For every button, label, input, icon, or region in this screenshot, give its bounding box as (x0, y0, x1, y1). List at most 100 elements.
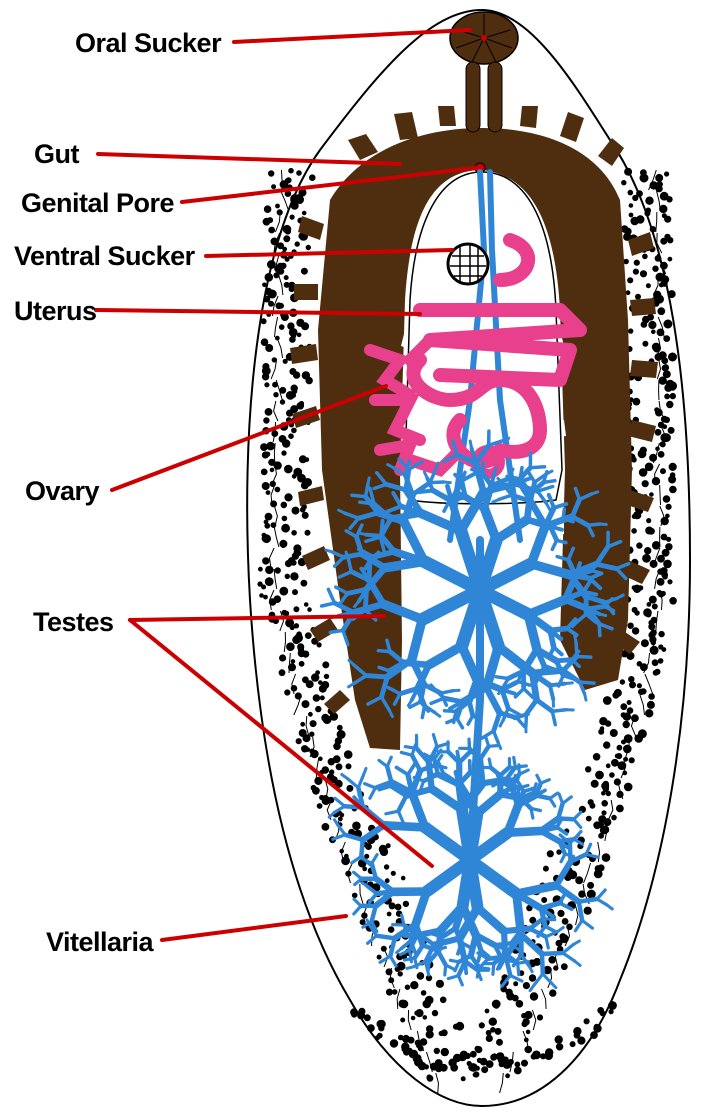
vitellaria-follicle (632, 628, 638, 634)
vitellaria-follicle (390, 1040, 397, 1047)
vitellaria-follicle (599, 729, 604, 734)
vitellaria-follicle (417, 973, 424, 980)
vitellaria-follicle (302, 701, 309, 708)
vitellaria-follicle (324, 674, 328, 678)
vitellaria-follicle (523, 983, 529, 989)
testis-branch (585, 694, 586, 700)
vitellaria-follicle (310, 749, 314, 753)
vitellaria-follicle (650, 493, 654, 497)
vitellaria-follicle (629, 329, 633, 333)
vitellaria-follicle (436, 980, 443, 987)
vitellaria-follicle (640, 174, 648, 182)
vitellaria-follicle (641, 664, 648, 671)
vitellaria-follicle (364, 1015, 370, 1021)
vitellaria-follicle (627, 708, 633, 714)
vitellaria-follicle (600, 1011, 605, 1016)
vitellaria-follicle (609, 1010, 613, 1014)
vitellaria-follicle (606, 791, 610, 795)
testis-branch (361, 840, 362, 856)
vitellaria-follicle (624, 233, 631, 240)
testis-branch (493, 964, 494, 975)
testis-branch (543, 919, 554, 920)
vitellaria-follicle (615, 754, 619, 758)
vitellaria-follicle (470, 1064, 478, 1072)
vitellaria-follicle (416, 1010, 423, 1017)
vitellaria-follicle (586, 816, 591, 821)
testis-branch (377, 892, 394, 894)
vitellaria-follicle (282, 516, 287, 521)
vitellaria-follicle (282, 451, 286, 455)
vitellaria-follicle (317, 804, 322, 809)
vitellaria-follicle (353, 822, 361, 830)
vitellaria-follicle (625, 168, 632, 175)
vitellaria-follicle (658, 555, 665, 562)
vitellaria-follicle (588, 800, 593, 805)
vitellaria-follicle (266, 491, 270, 495)
vitellaria-follicle (305, 530, 310, 535)
vitellaria-follicle (645, 548, 651, 554)
vitellaria-follicle (274, 393, 278, 397)
vitellaria-follicle (290, 215, 294, 219)
vitellaria-follicle (287, 643, 295, 651)
vitellaria-follicle (377, 955, 381, 959)
vitellaria-follicle (661, 568, 667, 574)
vitellaria-follicle (302, 512, 308, 518)
vitellaria-follicle (524, 1038, 528, 1042)
vitellaria-follicle (629, 204, 633, 208)
vitellaria-follicle (652, 330, 656, 334)
vitellaria-follicle (514, 1067, 521, 1074)
vitellaria-follicle (550, 990, 556, 996)
testis-branch (366, 484, 368, 497)
vitellaria-follicle (664, 560, 672, 568)
vitellaria-follicle (635, 611, 639, 615)
vitellaria-follicle (262, 374, 268, 380)
vitellaria-follicle (624, 735, 632, 743)
vitellaria-follicle (661, 517, 668, 524)
vitellaria-follicle (623, 713, 630, 720)
vitellaria-follicle (426, 1031, 433, 1038)
vitellaria-follicle (259, 567, 263, 571)
vitellaria-follicle (639, 469, 647, 477)
vitellaria-follicle (263, 535, 271, 543)
vitellaria-follicle (662, 648, 666, 652)
vitellaria-follicle (656, 174, 663, 181)
vitellaria-follicle (432, 1010, 437, 1015)
vitellaria-follicle (620, 680, 624, 684)
vitellaria-follicle (588, 882, 594, 888)
vitellaria-follicle (626, 291, 630, 295)
vitellaria-follicle (265, 578, 273, 586)
vitellaria-follicle (602, 783, 609, 790)
vitellaria-follicle (557, 850, 561, 854)
vitellaria-follicle (632, 458, 637, 463)
vitellaria-follicle (261, 319, 266, 324)
vitellaria-follicle (389, 978, 394, 983)
vitellaria-follicle (308, 608, 312, 612)
testis-branch (541, 827, 557, 831)
vitellaria-follicle (507, 993, 514, 1000)
testis-branch (444, 482, 451, 483)
vitellaria-follicle (596, 771, 604, 779)
vitellaria-follicle (351, 1009, 358, 1016)
vitellaria-follicle (610, 730, 617, 737)
vitellaria-follicle (272, 185, 276, 189)
vitellaria-follicle (641, 689, 646, 694)
vitellaria-follicle (271, 238, 278, 245)
vitellaria-follicle (299, 661, 304, 666)
vitellaria-follicle (302, 211, 306, 215)
testis-branch (457, 752, 459, 763)
vitellaria-follicle (637, 684, 641, 688)
vitellaria-follicle (292, 474, 296, 478)
vitellaria-follicle (641, 640, 648, 647)
testis-branch (592, 492, 598, 494)
vitellaria-follicle (591, 780, 598, 787)
vitellaria-follicle (301, 482, 308, 489)
vitellaria-follicle (649, 321, 656, 328)
vitellaria-follicle (602, 854, 610, 862)
vitellaria-follicle (280, 587, 288, 595)
vitellaria-follicle (618, 762, 626, 770)
vitellaria-follicle (297, 171, 302, 176)
vitellaria-follicle (418, 1046, 423, 1051)
testis-branch (390, 774, 392, 787)
vitellaria-follicle (267, 442, 275, 450)
vitellaria-follicle (591, 1032, 598, 1039)
